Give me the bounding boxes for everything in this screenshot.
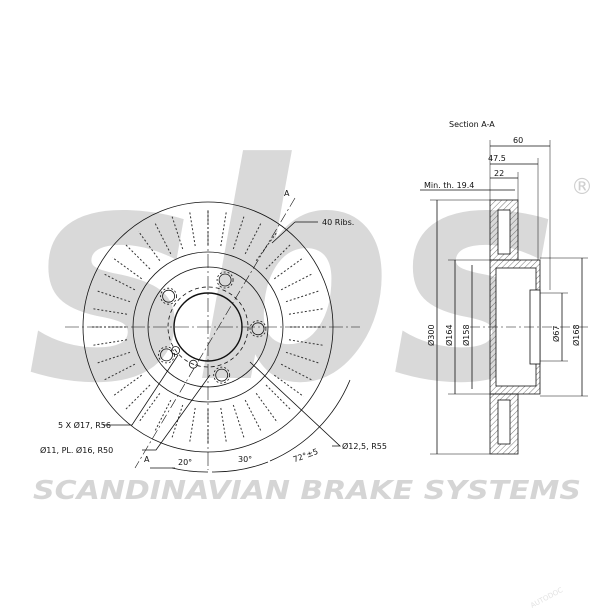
locating-hole	[188, 359, 198, 369]
rib	[171, 214, 184, 250]
rib	[232, 404, 245, 440]
rib	[171, 404, 184, 440]
rib	[189, 407, 196, 444]
rib	[288, 308, 325, 315]
leader-ribs-diag	[271, 221, 296, 244]
dim-164: Ø164	[444, 324, 454, 346]
rib	[265, 384, 292, 411]
bolt-hole-chamfer	[213, 366, 231, 384]
dim-22: 22	[494, 169, 504, 178]
dim-min-th: Min. th. 19.4	[424, 181, 474, 190]
rib	[189, 210, 196, 247]
rib	[280, 272, 314, 291]
rib	[232, 214, 245, 250]
rib	[91, 339, 128, 346]
rib	[102, 272, 136, 291]
rib	[91, 308, 128, 315]
rib	[124, 243, 151, 270]
label-angle-20: 20°	[178, 458, 192, 467]
leader-bolts	[103, 354, 179, 426]
bolt-hole-chamfer	[216, 271, 234, 289]
label-a-bottom: A	[144, 455, 150, 464]
rib	[280, 363, 314, 382]
leader-r55	[249, 361, 342, 447]
arc-20	[171, 467, 209, 473]
dim-67: Ø67	[551, 326, 561, 342]
vent-top	[497, 209, 511, 255]
autodoc-watermark: AUTODOC	[529, 586, 564, 610]
section-view	[420, 140, 590, 455]
rib	[95, 351, 131, 364]
leader-holes	[142, 374, 211, 451]
registered-mark: ®	[571, 175, 593, 200]
arc-72	[269, 379, 351, 462]
label-bolts: 5 X Ø17, R56	[58, 420, 111, 430]
tagline: SCANDINAVIAN BRAKE SYSTEMS	[33, 476, 581, 506]
rib	[102, 363, 136, 382]
rib	[244, 221, 263, 255]
dim-158: Ø158	[461, 324, 471, 346]
rib	[95, 290, 131, 303]
label-holes: Ø11, PL. Ø16, R50	[40, 445, 113, 455]
label-ribs: 40 Ribs.	[322, 218, 354, 227]
bolt-hole-chamfer	[158, 346, 175, 364]
label-r55: Ø12,5, R55	[342, 441, 387, 451]
rib	[288, 339, 325, 346]
bolt-hole	[215, 368, 229, 382]
bolt-holes	[158, 271, 267, 384]
bolt-hole-chamfer	[160, 287, 178, 305]
ventilation-ribs	[90, 209, 326, 445]
dim-60: 60	[513, 136, 523, 145]
rib	[153, 221, 172, 255]
label-a-top: A	[284, 189, 290, 198]
section-line-a	[134, 197, 296, 469]
vent-bottom	[497, 399, 511, 445]
sbs-logo: sbs	[28, 100, 558, 449]
sbs-logo-text: sbs	[28, 100, 558, 449]
rib	[124, 384, 151, 411]
bolt-hole	[162, 289, 176, 303]
dim-168: Ø168	[571, 324, 581, 346]
label-angle-72: 72°±5	[292, 447, 319, 464]
rib	[244, 399, 263, 433]
rib	[220, 210, 227, 247]
bolt-hole	[218, 273, 232, 287]
rib	[153, 399, 172, 433]
rib	[285, 351, 321, 364]
bolt-hole-chamfer	[249, 320, 267, 338]
section-title: Section A-A	[449, 120, 495, 129]
rib	[220, 407, 227, 444]
bolt-hole	[160, 348, 173, 362]
rib	[265, 243, 292, 270]
dim-300: Ø300	[426, 324, 436, 346]
bolt-hole	[251, 322, 265, 336]
rib	[285, 290, 321, 303]
locating-hole	[171, 346, 181, 355]
dim-47-5: 47.5	[488, 154, 506, 163]
label-angle-30: 30°	[238, 455, 252, 464]
arc-30	[211, 461, 269, 473]
front-view	[65, 197, 360, 473]
